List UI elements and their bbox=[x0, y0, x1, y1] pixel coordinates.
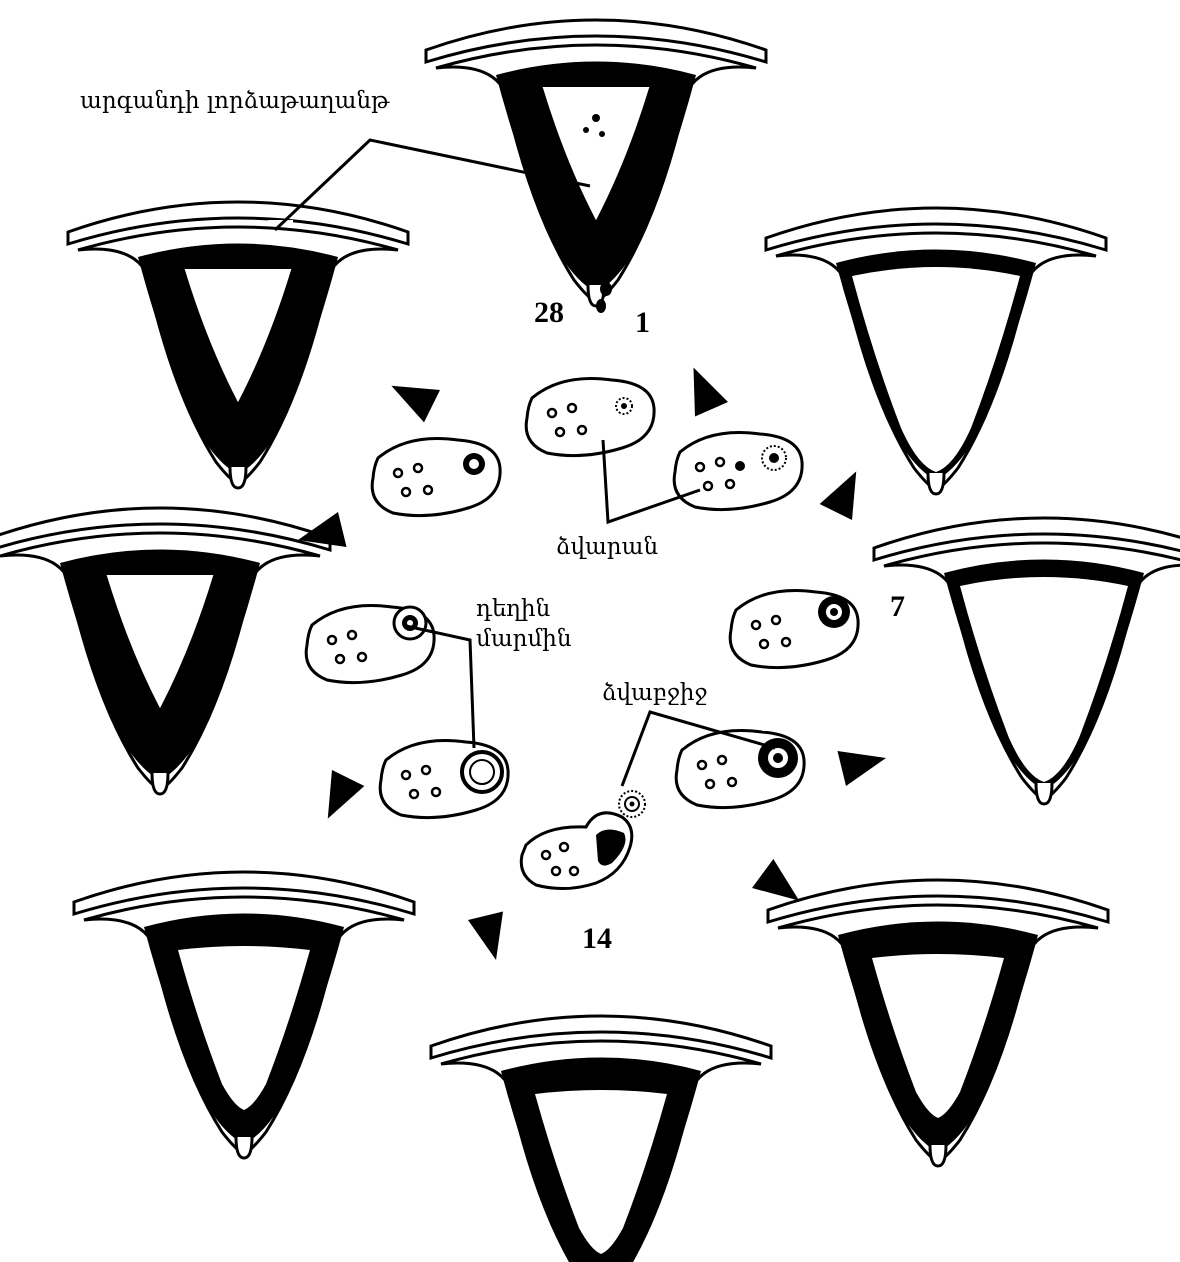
label-ovary: ձվարան bbox=[556, 534, 658, 560]
ovary-top bbox=[526, 378, 654, 455]
ovary-middle-left bbox=[306, 605, 434, 682]
released-ovum bbox=[619, 791, 645, 817]
uterus-top-right bbox=[766, 208, 1106, 494]
label-ovum: ձվաբջիջ bbox=[602, 680, 707, 706]
ovary-top-right bbox=[674, 432, 802, 509]
uterus-middle-left bbox=[0, 508, 330, 794]
label-endometrium: արգանդի լորձաթաղանթ bbox=[80, 88, 390, 114]
arrowhead bbox=[308, 760, 370, 819]
uterus-top-left bbox=[68, 202, 408, 488]
ovary-middle-right bbox=[730, 590, 858, 667]
day-28-label: 28 bbox=[534, 296, 564, 329]
arrowhead bbox=[815, 471, 877, 530]
day-14-label: 14 bbox=[582, 922, 612, 955]
arrowhead bbox=[685, 367, 733, 421]
ovary-ovulating bbox=[521, 813, 632, 889]
arrowhead bbox=[391, 366, 450, 428]
day-1-label: 1 bbox=[635, 306, 650, 339]
arrowhead bbox=[458, 901, 512, 960]
label-corpus-luteum-line1: դեղին bbox=[476, 596, 550, 622]
label-corpus-luteum-line2: մարմին bbox=[476, 626, 571, 652]
ovary-lower-right bbox=[676, 730, 804, 807]
arrowhead bbox=[827, 742, 886, 796]
uterus-bottom-center bbox=[431, 1016, 771, 1262]
ovary-top-left bbox=[372, 438, 500, 515]
day-7-label: 7 bbox=[890, 590, 905, 623]
uterus-bottom-right bbox=[768, 880, 1108, 1166]
uterus-middle-right bbox=[874, 518, 1180, 804]
uterus-bottom-left bbox=[74, 872, 414, 1158]
ovary-lower-left bbox=[380, 740, 508, 817]
